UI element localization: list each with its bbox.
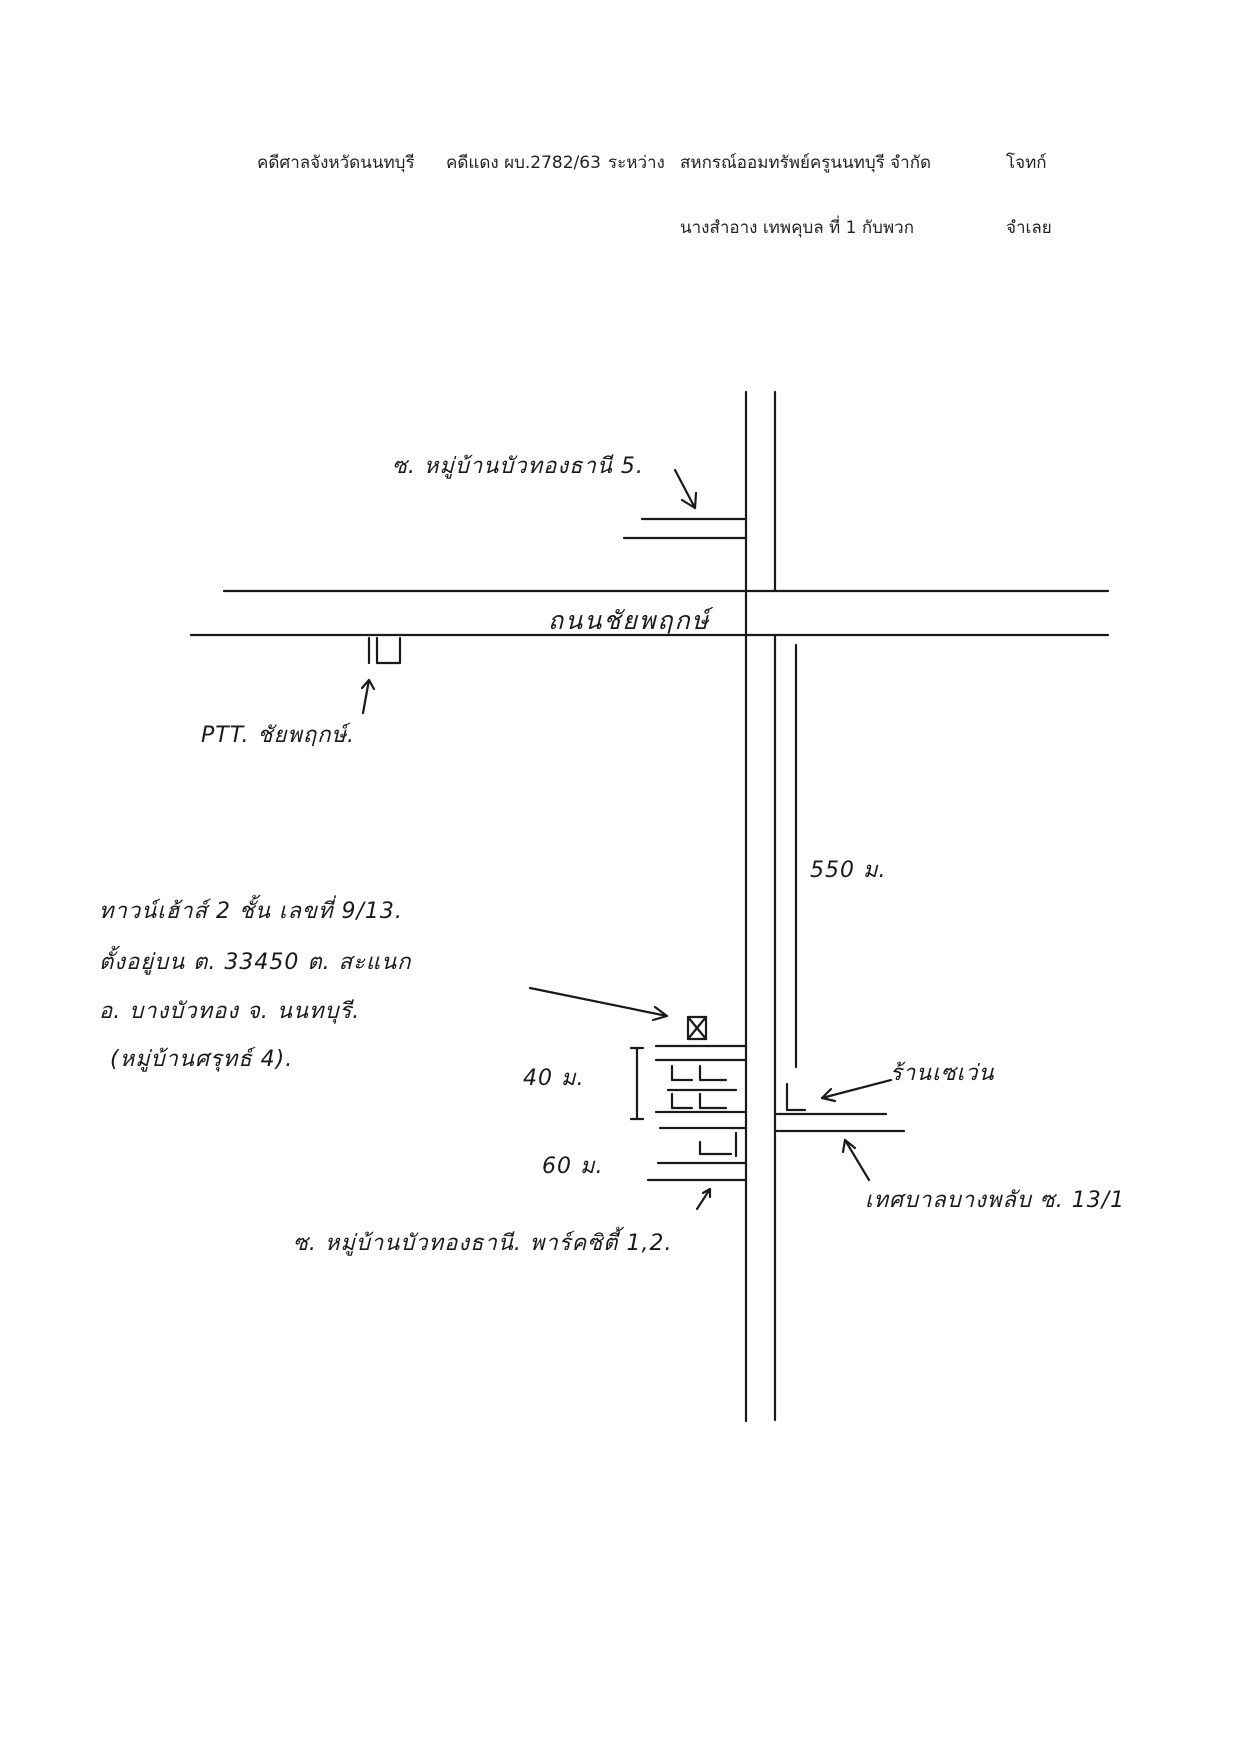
distance-550-label: 550 ม.	[810, 858, 887, 883]
distance-40-label: 40 ม.	[523, 1066, 585, 1091]
property-line-1: ทาวน์เฮ้าส์ 2 ชั้น เลขที่ 9/13.	[99, 899, 403, 924]
ptt-building	[367, 636, 402, 665]
townhouse-blocks	[666, 1064, 738, 1158]
property-marker	[686, 1015, 708, 1041]
case-number: คดีแดง ผบ.2782/63	[446, 153, 601, 173]
bottom-soi-label: ซ. หมู่บ้านบัวทองธานี. พาร์คซิตี้ 1,2.	[293, 1231, 673, 1256]
case-court: คดีศาลจังหวัดนนทบุรี	[257, 153, 415, 173]
bottom-left-soi	[646, 1044, 748, 1182]
plaintiff-role: โจทก์	[1006, 153, 1047, 173]
distance-60-label: 60 ม.	[542, 1154, 604, 1179]
defendant-role: จำเลย	[1006, 218, 1052, 238]
distance-40-bracket	[629, 1046, 645, 1121]
top-soi-label: ซ. หมู่บ้านบัวทองธานี 5.	[392, 454, 644, 479]
property-line-3: อ. บางบัวทอง จ. นนทบุรี.	[99, 999, 361, 1024]
property-line-4: (หมู่บ้านศรุทธ์ 4).	[110, 1047, 294, 1072]
vertical-road	[744, 390, 777, 1423]
main-road-chaiyapruek	[189, 589, 1110, 637]
bottom-right-soi-label: เทศบาลบางพลับ ซ. 13/1	[865, 1188, 1126, 1213]
case-between: ระหว่าง	[608, 153, 665, 173]
shop-label: ร้านเซเว่น	[890, 1061, 995, 1086]
ptt-label: PTT. ชัยพฤกษ์.	[201, 723, 355, 748]
plaintiff-name: สหกรณ์ออมทรัพย์ครูนนทบุรี จำกัด	[680, 153, 932, 173]
arrows	[360, 468, 893, 1211]
main-road-label: ถนนชัยพฤกษ์	[548, 606, 711, 635]
shop-7-eleven	[785, 1082, 807, 1112]
property-line-2: ตั้งอยู่บน ต. 33450 ต. สะแนก	[99, 950, 412, 975]
bottom-right-soi	[773, 1112, 906, 1133]
top-soi	[622, 517, 748, 540]
defendant-name: นางสำอาง เทพคุบล ที่ 1 กับพวก	[680, 218, 915, 238]
